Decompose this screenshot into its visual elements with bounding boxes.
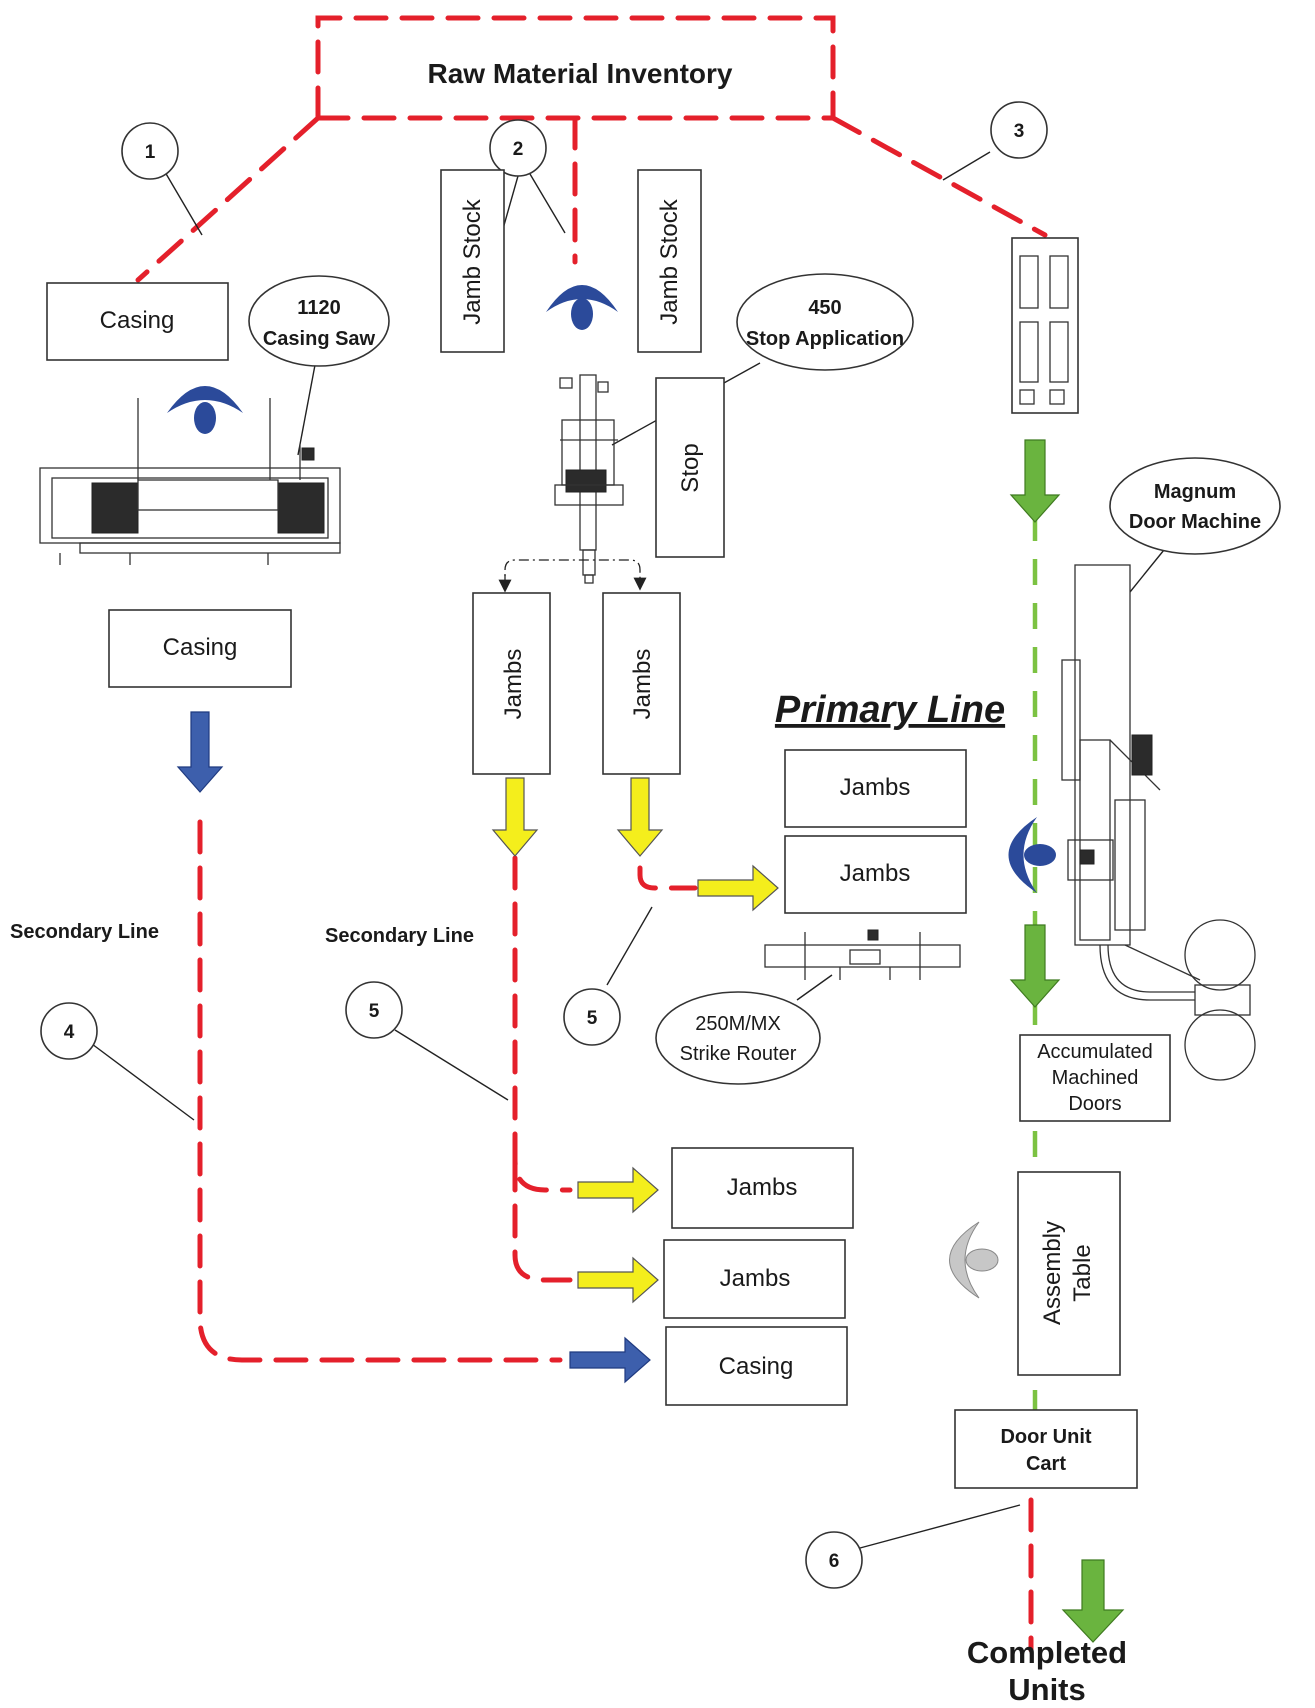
step-3-label: 3 <box>1014 121 1025 142</box>
accumulated-doors-box: Accumulated Machined Doors <box>1019 1034 1171 1122</box>
svg-text:Casing Saw: Casing Saw <box>263 328 376 350</box>
svg-text:Jambs: Jambs <box>727 1174 798 1201</box>
completed-units-l1: Completed <box>967 1635 1127 1670</box>
svg-text:Door Machine: Door Machine <box>1129 511 1261 533</box>
step-markers: 1 2 3 4 5 5 6 <box>40 101 1048 1589</box>
svg-text:Door Unit: Door Unit <box>1000 1426 1091 1448</box>
assembly-table-box: Assembly Table <box>1017 1171 1121 1376</box>
door-stock-icon <box>1011 237 1079 414</box>
stop-application-callout: 450 Stop Application <box>611 273 914 446</box>
jambs-output-2-box: Jambs <box>663 1239 846 1319</box>
down-arrow-icon <box>616 777 664 857</box>
svg-text:Jamb Stock: Jamb Stock <box>656 198 683 324</box>
jambs-output-1-box: Jambs <box>671 1147 854 1229</box>
stop-application-machine-icon <box>554 374 624 584</box>
right-arrow-icon <box>569 1336 651 1384</box>
down-arrow-icon <box>1009 439 1061 523</box>
step-4-label: 4 <box>64 1022 75 1043</box>
jambs-primary-bottom-box: Jambs <box>784 835 967 914</box>
svg-text:Doors: Doors <box>1068 1093 1121 1115</box>
svg-text:Jambs: Jambs <box>720 1265 791 1292</box>
casing-cut-box: Casing <box>108 609 292 688</box>
svg-text:Stop: Stop <box>677 443 704 492</box>
svg-text:Casing: Casing <box>100 307 175 334</box>
down-arrow-icon <box>1009 924 1061 1008</box>
completed-units-l2: Units <box>1008 1672 1086 1707</box>
step-5a-marker: 5 <box>345 981 509 1101</box>
casing-saw-callout: 1120 Casing Saw <box>248 275 390 456</box>
svg-text:Jambs: Jambs <box>629 649 656 720</box>
step-6-label: 6 <box>829 1551 840 1572</box>
svg-text:Casing: Casing <box>163 634 238 661</box>
step-2-label: 2 <box>513 139 524 160</box>
svg-text:Accumulated: Accumulated <box>1037 1041 1153 1063</box>
svg-text:Jambs: Jambs <box>500 649 527 720</box>
svg-text:Stop Application: Stop Application <box>746 328 904 350</box>
right-arrow-icon <box>697 864 779 912</box>
svg-text:Casing: Casing <box>719 1353 794 1380</box>
jambs-primary-top-box: Jambs <box>784 749 967 828</box>
secondary-line-mid: Secondary Line <box>325 925 474 947</box>
jambs-vertical-left-box: Jambs <box>472 592 551 775</box>
step-1-marker: 1 <box>121 122 203 236</box>
down-arrow-icon <box>176 711 224 793</box>
svg-text:Cart: Cart <box>1026 1453 1066 1475</box>
svg-text:Strike Router: Strike Router <box>680 1043 797 1065</box>
step-5b-marker: 5 <box>563 906 653 1046</box>
operator-icon <box>949 1221 999 1299</box>
step-6-marker: 6 <box>805 1504 1021 1589</box>
step-5b-label: 5 <box>587 1008 598 1029</box>
svg-text:1120: 1120 <box>297 297 340 319</box>
svg-text:Assembly: Assembly <box>1039 1221 1066 1325</box>
step-1-label: 1 <box>145 142 156 163</box>
step-4-marker: 4 <box>40 1002 195 1121</box>
primary-line-title: Primary Line <box>775 689 1005 731</box>
jamb-stock-left-box: Jamb Stock <box>440 169 505 353</box>
jambs-vertical-right-box: Jambs <box>602 592 681 775</box>
svg-text:Magnum: Magnum <box>1154 481 1236 503</box>
strike-router-callout: 250M/MX Strike Router <box>655 974 833 1085</box>
right-arrow-icon <box>577 1256 659 1304</box>
stop-box: Stop <box>655 377 725 558</box>
split-connector <box>498 559 647 593</box>
door-unit-cart-box: Door Unit Cart <box>954 1409 1138 1489</box>
operator-icon <box>167 386 243 434</box>
casing-output-box: Casing <box>665 1326 848 1406</box>
down-arrow-icon <box>1061 1559 1125 1643</box>
svg-text:Jamb Stock: Jamb Stock <box>459 198 486 324</box>
svg-text:Table: Table <box>1069 1244 1096 1301</box>
svg-text:Machined: Machined <box>1052 1067 1139 1089</box>
casing-saw-machine-icon <box>39 398 341 565</box>
strike-router-machine-icon <box>764 929 961 980</box>
door-machine-icon <box>1061 564 1256 1081</box>
secondary-line-left: Secondary Line <box>10 921 159 943</box>
right-arrow-icon <box>577 1166 659 1214</box>
red-flow-paths <box>135 15 1048 1653</box>
jamb-stock-right-box: Jamb Stock <box>637 169 702 353</box>
inventory-title: Raw Material Inventory <box>428 58 733 89</box>
casing-raw-box: Casing <box>46 282 229 361</box>
down-arrow-icon <box>491 777 539 857</box>
operator-icon <box>546 285 618 330</box>
svg-text:Jambs: Jambs <box>840 860 911 887</box>
door-machine-callout: Magnum Door Machine <box>1109 457 1281 593</box>
svg-text:Jambs: Jambs <box>840 774 911 801</box>
svg-text:450: 450 <box>808 297 841 319</box>
operator-icon <box>1008 817 1056 893</box>
step-3-marker: 3 <box>942 101 1048 181</box>
step-5a-label: 5 <box>369 1001 380 1022</box>
svg-text:250M/MX: 250M/MX <box>695 1013 781 1035</box>
